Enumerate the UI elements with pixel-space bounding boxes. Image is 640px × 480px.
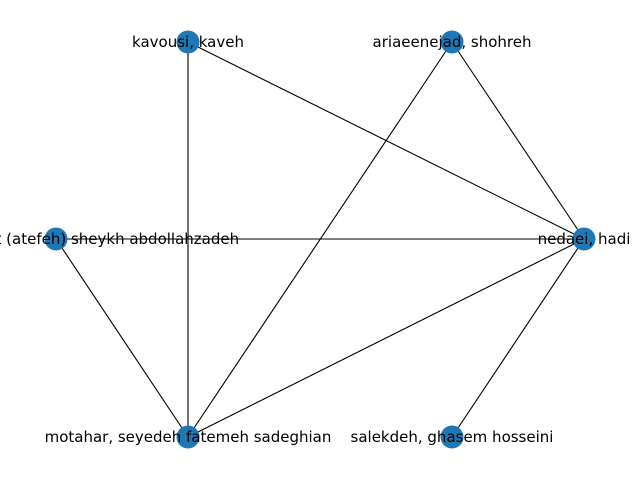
node-ariaeenejad [440, 30, 464, 54]
node-layer [44, 30, 596, 449]
edge-nedaei-motahar [187, 238, 585, 438]
node-label-abdollahzadeh: motahareh sadat (atefeh) sheykh abdollah… [0, 230, 239, 248]
edge-abdollahzadeh-motahar [55, 238, 189, 438]
edge-nedaei-salekdeh [451, 238, 585, 438]
node-nedaei [572, 227, 596, 251]
edge-ariaeenejad-nedaei [451, 41, 585, 240]
edge-layer [55, 41, 585, 438]
node-label-nedaei: nedaei, hadi [538, 230, 631, 248]
node-motahar [176, 425, 200, 449]
node-label-salekdeh: salekdeh, ghasem hosseini [351, 428, 554, 446]
node-salekdeh [440, 425, 464, 449]
node-label-ariaeenejad: ariaeenejad, shohreh [373, 33, 532, 51]
node-label-motahar: motahar, seyedeh fatemeh sadeghian [45, 428, 332, 446]
node-kavousi [176, 30, 200, 54]
node-label-kavousi: kavousi, kaveh [132, 33, 244, 51]
label-layer: kavousi, kaveh ariaeenejad, shohreh motaha… [0, 33, 630, 446]
node-abdollahzadeh [44, 227, 68, 251]
